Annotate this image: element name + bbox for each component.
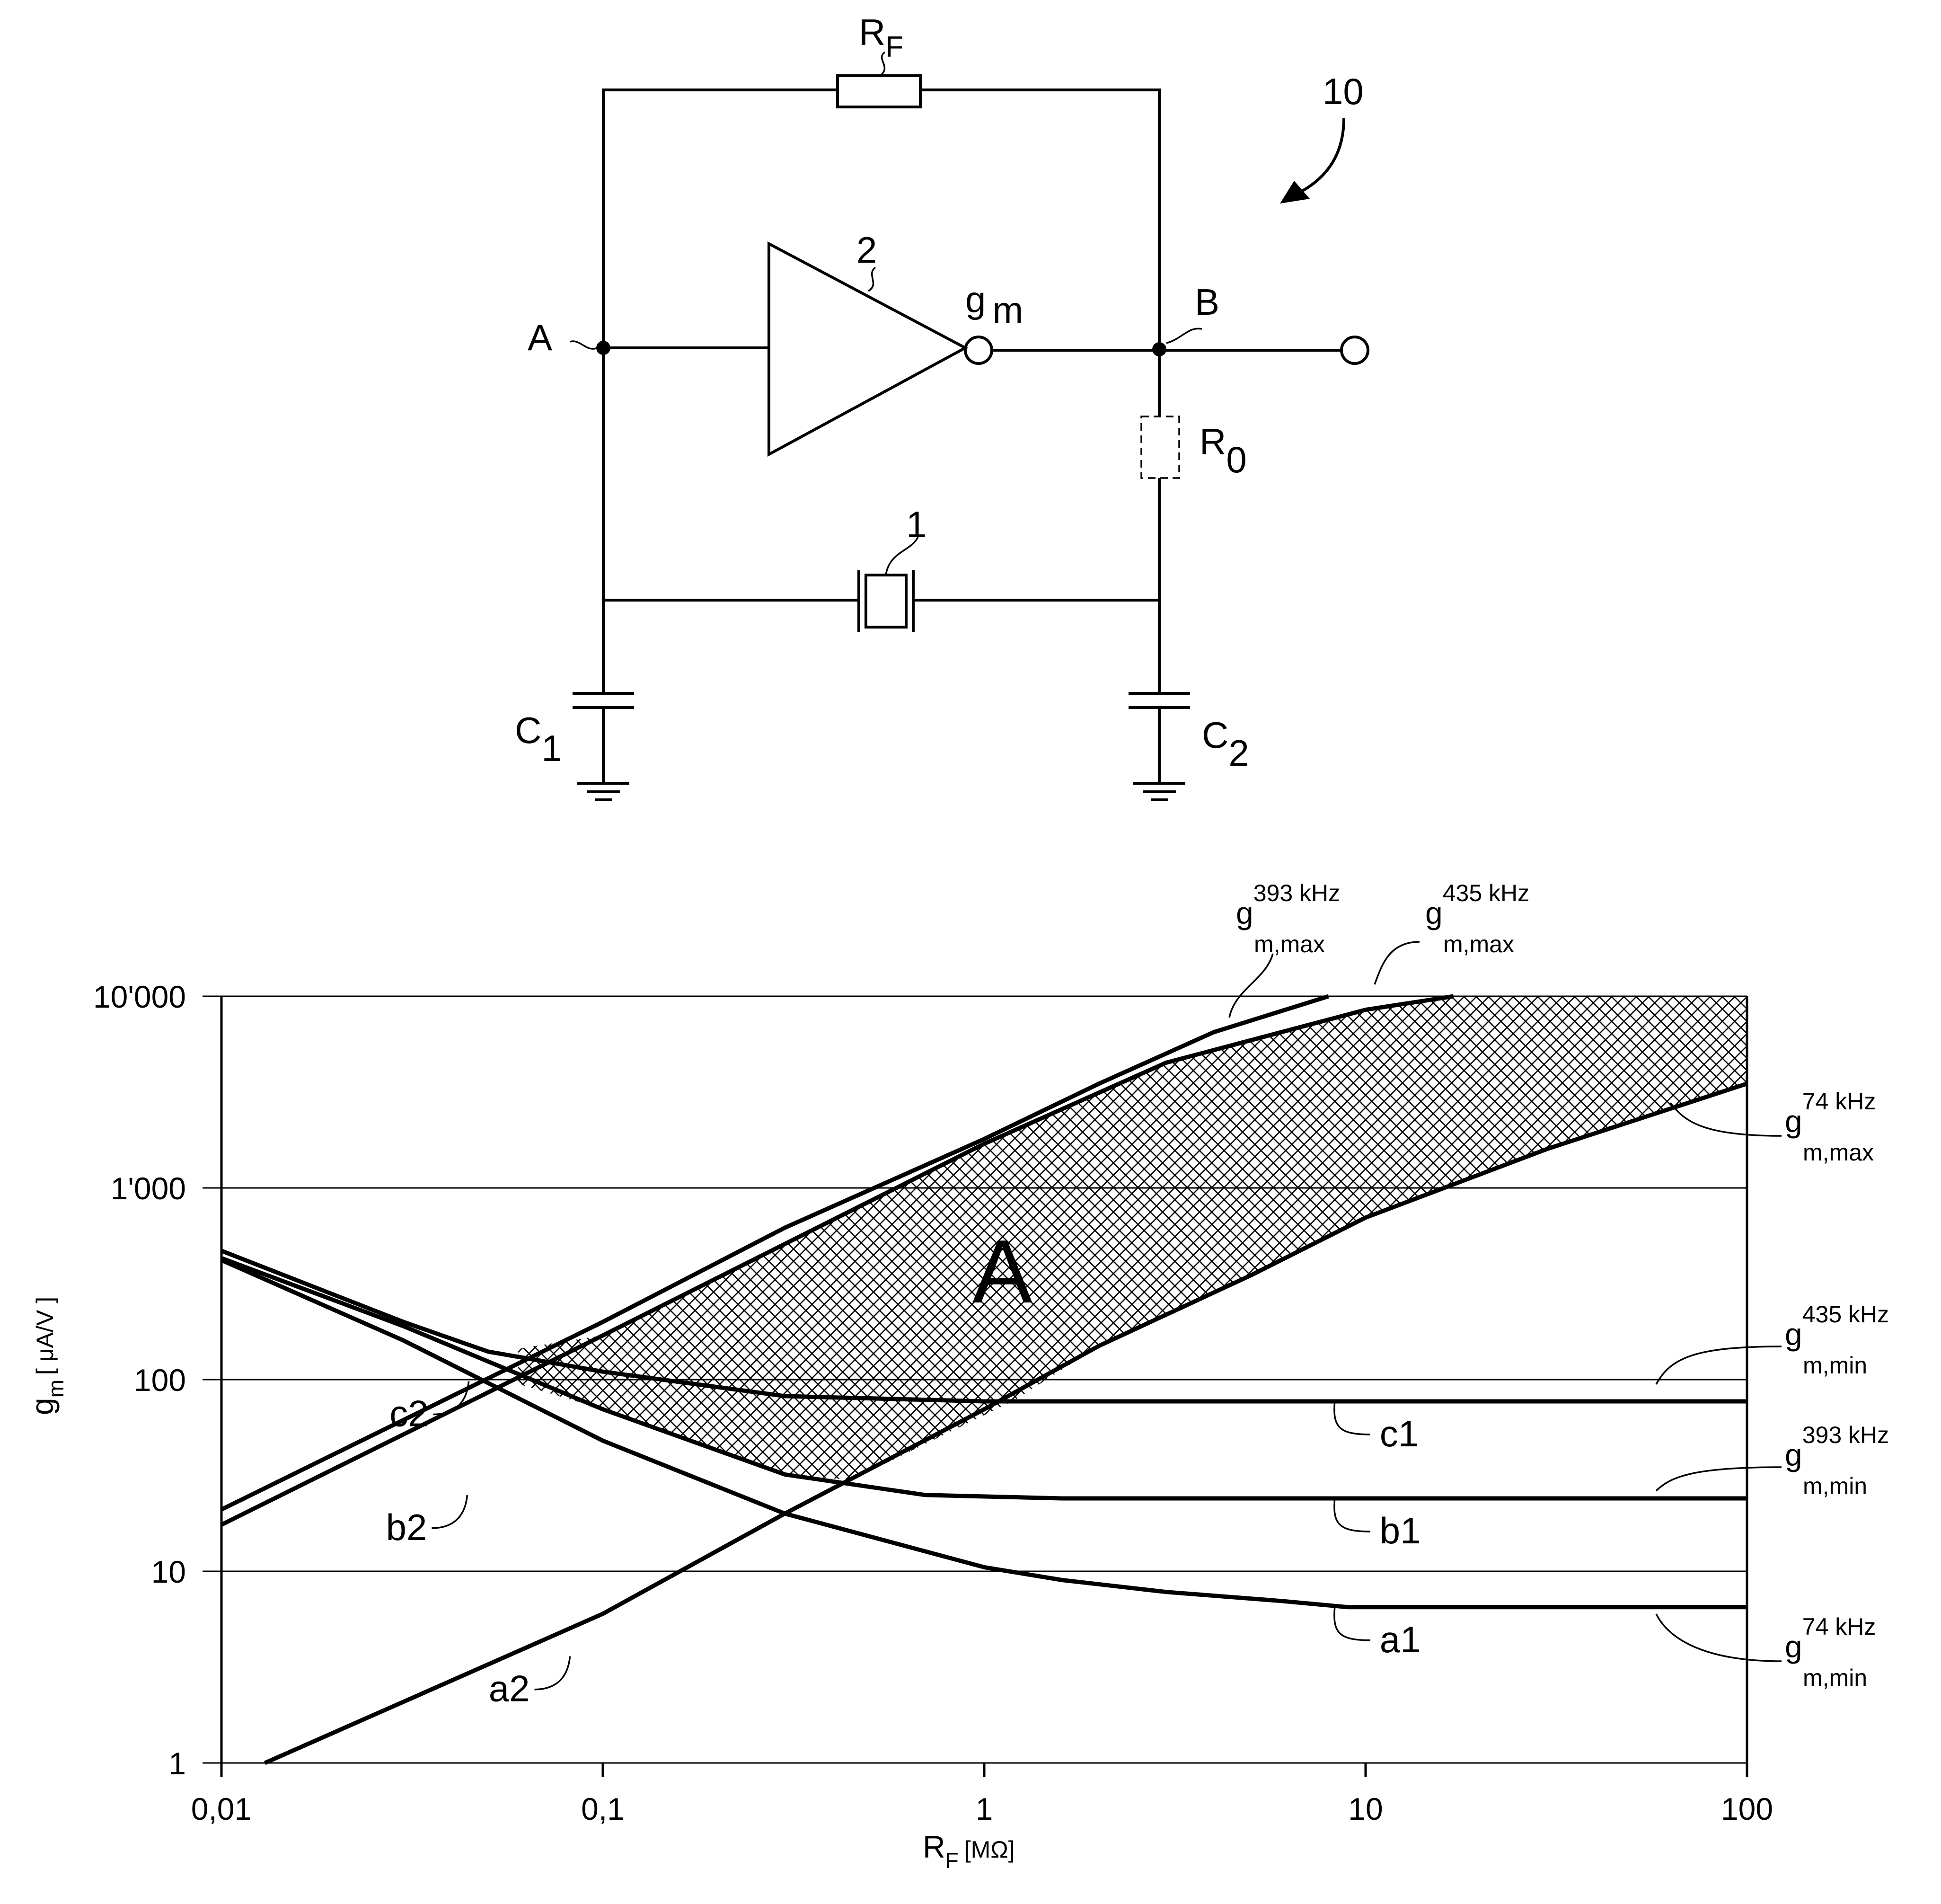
x-tick-label: 100 <box>1721 1791 1773 1826</box>
capacitor-c2-label: C2 <box>1202 714 1249 774</box>
x-tick-labels: 0,01 0,1 1 10 100 <box>191 1791 1773 1826</box>
x-tick-label: 10 <box>1348 1791 1383 1826</box>
annotation-c1: c1 <box>1380 1413 1419 1454</box>
x-tick-label: 0,01 <box>191 1791 252 1826</box>
feedback-wire <box>603 90 1159 348</box>
svg-text:g435 kHz: g435 kHz <box>1785 1301 1889 1352</box>
amplifier-output-circle <box>965 337 992 363</box>
annotation-a2: a2 <box>489 1668 530 1709</box>
region-label: A <box>972 1222 1032 1322</box>
amplifier-numeral-leader <box>868 267 875 291</box>
annotation-b2: b2 <box>386 1506 427 1548</box>
annotation-a1: a1 <box>1380 1619 1421 1660</box>
svg-text:g393 kHz: g393 kHz <box>1236 880 1340 930</box>
amplifier-numeral: 2 <box>856 229 877 271</box>
annotation-c2: c2 <box>389 1393 428 1435</box>
svg-text:g74 kHz: g74 kHz <box>1785 1088 1876 1139</box>
feedback-resistor-leader <box>880 52 885 76</box>
label-g435min: g435 kHz m,min <box>1785 1301 1889 1379</box>
svg-text:g393 kHz: g393 kHz <box>1785 1422 1889 1472</box>
svg-text:m,min: m,min <box>1803 1473 1867 1499</box>
feedback-resistor <box>838 76 920 107</box>
annotation-leader <box>1334 1607 1370 1640</box>
label-g74min: g74 kHz m,min <box>1785 1613 1876 1691</box>
x-tick-label: 1 <box>976 1791 993 1826</box>
y-tick-labels: 1 10 100 1'000 10'000 <box>93 979 186 1781</box>
node-a-leader <box>570 341 597 349</box>
annotation-leader <box>1334 1401 1370 1435</box>
label-g393max: g393 kHz m,max <box>1236 880 1340 957</box>
y-tick-label: 10'000 <box>93 979 186 1014</box>
output-resistor-label: R0 <box>1200 421 1247 480</box>
annotation-leader <box>1334 1498 1370 1532</box>
annotation-leader <box>535 1656 570 1690</box>
svg-text:m,min: m,min <box>1803 1352 1867 1379</box>
crystal-numeral: 1 <box>906 504 926 545</box>
svg-text:m,max: m,max <box>1254 931 1325 957</box>
crystal-body <box>866 575 906 627</box>
annotation-leader <box>432 1495 467 1528</box>
annotation-b1: b1 <box>1380 1510 1421 1551</box>
reference-arrow <box>1297 118 1344 194</box>
capacitor-c2 <box>1129 693 1190 800</box>
output-resistor-dashed <box>1141 416 1179 478</box>
svg-text:m,min: m,min <box>1803 1665 1867 1691</box>
node-b-label: B <box>1195 281 1219 323</box>
oscillator-circuit: 10 RF 2 gm A B R0 1 C1 C2 <box>515 11 1368 800</box>
y-tick-label: 100 <box>134 1363 186 1398</box>
y-axis-label: gm[ μA/V ] <box>25 1297 68 1415</box>
capacitor-c1-label: C1 <box>515 709 562 769</box>
capacitor-c1 <box>573 693 634 800</box>
transconductance-chart: 1 10 100 1'000 10'000 0,01 0,1 1 10 100 c2 b2 a2 c1… <box>25 880 1889 1873</box>
feedback-resistor-label: RF <box>859 11 903 63</box>
svg-text:m,max: m,max <box>1803 1139 1874 1166</box>
node-a-label: A <box>528 317 552 358</box>
reference-numeral: 10 <box>1323 71 1364 112</box>
x-tick-label: 0,1 <box>581 1791 625 1826</box>
svg-text:g435 kHz: g435 kHz <box>1425 880 1529 930</box>
label-g393min: g393 kHz m,min <box>1785 1422 1889 1499</box>
reference-arrowhead <box>1280 181 1310 204</box>
x-axis-label: RF[MΩ] <box>923 1829 1015 1873</box>
output-terminal <box>1341 337 1368 363</box>
node-b-leader <box>1166 328 1202 343</box>
amplifier-gain-label: gm <box>965 279 1023 331</box>
label-g435max: g435 kHz m,max <box>1425 880 1529 957</box>
svg-text:g74 kHz: g74 kHz <box>1785 1613 1876 1664</box>
y-tick-label: 1 <box>168 1746 186 1781</box>
svg-text:m,max: m,max <box>1443 931 1514 957</box>
y-tick-label: 10 <box>151 1554 186 1589</box>
amplifier-triangle <box>769 244 965 454</box>
y-tick-label: 1'000 <box>111 1171 186 1206</box>
label-g74max: g74 kHz m,max <box>1785 1088 1876 1166</box>
